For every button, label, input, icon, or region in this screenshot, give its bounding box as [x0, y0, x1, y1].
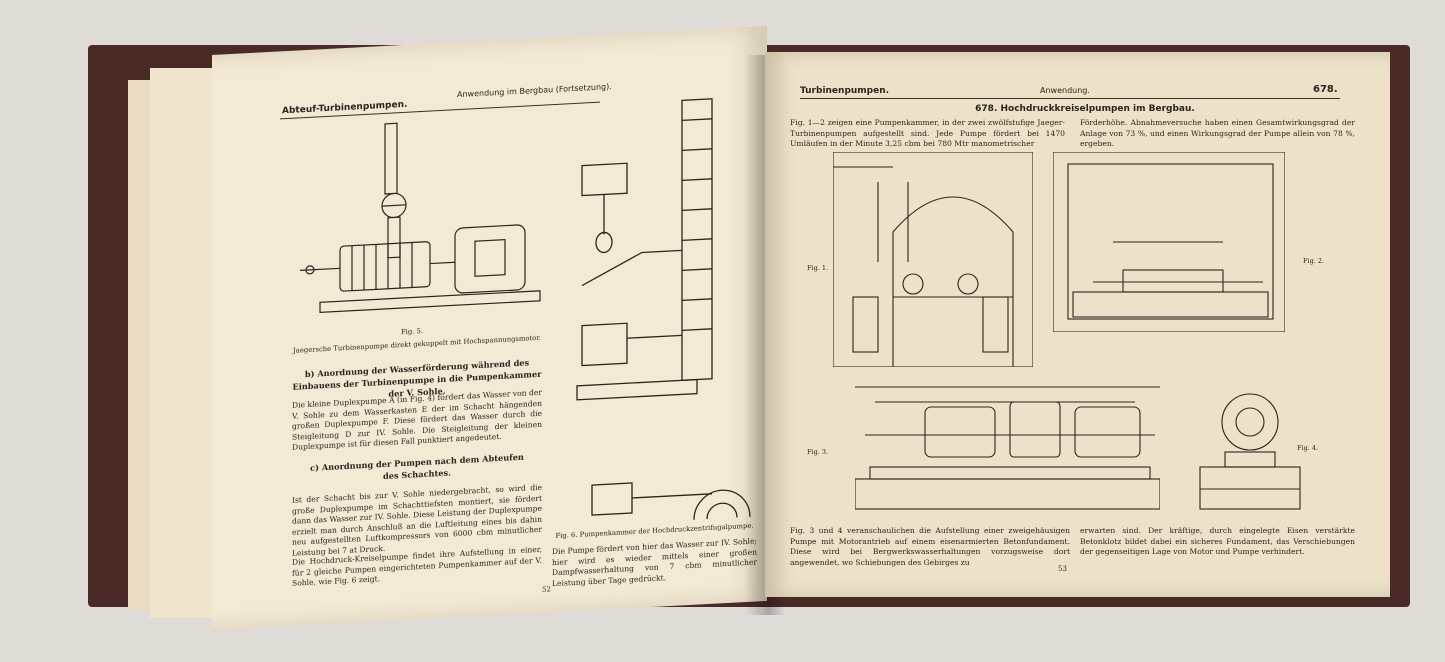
fig4-end-view-drawing — [1199, 393, 1301, 510]
right-header-right: 678. — [1313, 84, 1338, 95]
fig3-elevation-drawing — [855, 386, 1160, 510]
section-c-title: c) Anordnung der Pumpen nach dem Abteufe… — [310, 451, 524, 482]
right-header-left: Turbinenpumpen. — [800, 86, 890, 96]
bottom-text-right: erwarten sind. Der kräftige, durch einge… — [1080, 526, 1355, 556]
fig5-pump-drawing — [300, 122, 541, 313]
fig2-section-drawing — [1053, 152, 1285, 332]
fig3-label: Fig. 3. — [807, 448, 829, 456]
bottom-text-left: Fig. 3 und 4 veranschaulichen die Aufste… — [790, 526, 1070, 567]
right-page: Turbinenpumpen. Anwendung. 678. 678. Hoc… — [765, 52, 1390, 597]
left-page-number: 52 — [542, 585, 551, 594]
fig5-caption: Jaegersche Turbinenpumpe direkt gekuppel… — [293, 333, 541, 355]
right-page-number: 53 — [1058, 565, 1067, 573]
intro-text-right: Förderhöhe. Abnahmeversuche haben einen … — [1080, 118, 1355, 148]
left-page: Abteuf-Turbinenpumpen. Anwendung im Berg… — [212, 25, 767, 630]
page-edges-inner — [150, 68, 213, 618]
right-page-title: 678. Hochdruckkreiselpumpen im Bergbau. — [975, 104, 1195, 114]
fig2-label: Fig. 2. — [1303, 257, 1325, 265]
right-header-rule — [800, 98, 1340, 99]
fig5-label: Fig. 5. — [400, 326, 424, 337]
right-header-center: Anwendung. — [1040, 86, 1090, 95]
fig6-chamber-drawing — [576, 98, 751, 527]
fig1-section-drawing — [833, 152, 1033, 367]
fig4-label: Fig. 4. — [1297, 444, 1319, 452]
fig6-text: Die Pumpe fördert von hier das Wasser zu… — [552, 536, 757, 588]
fig1-label: Fig. 1. — [807, 264, 829, 272]
intro-text: Fig. 1—2 zeigen eine Pumpenkammer, in de… — [790, 118, 1065, 148]
